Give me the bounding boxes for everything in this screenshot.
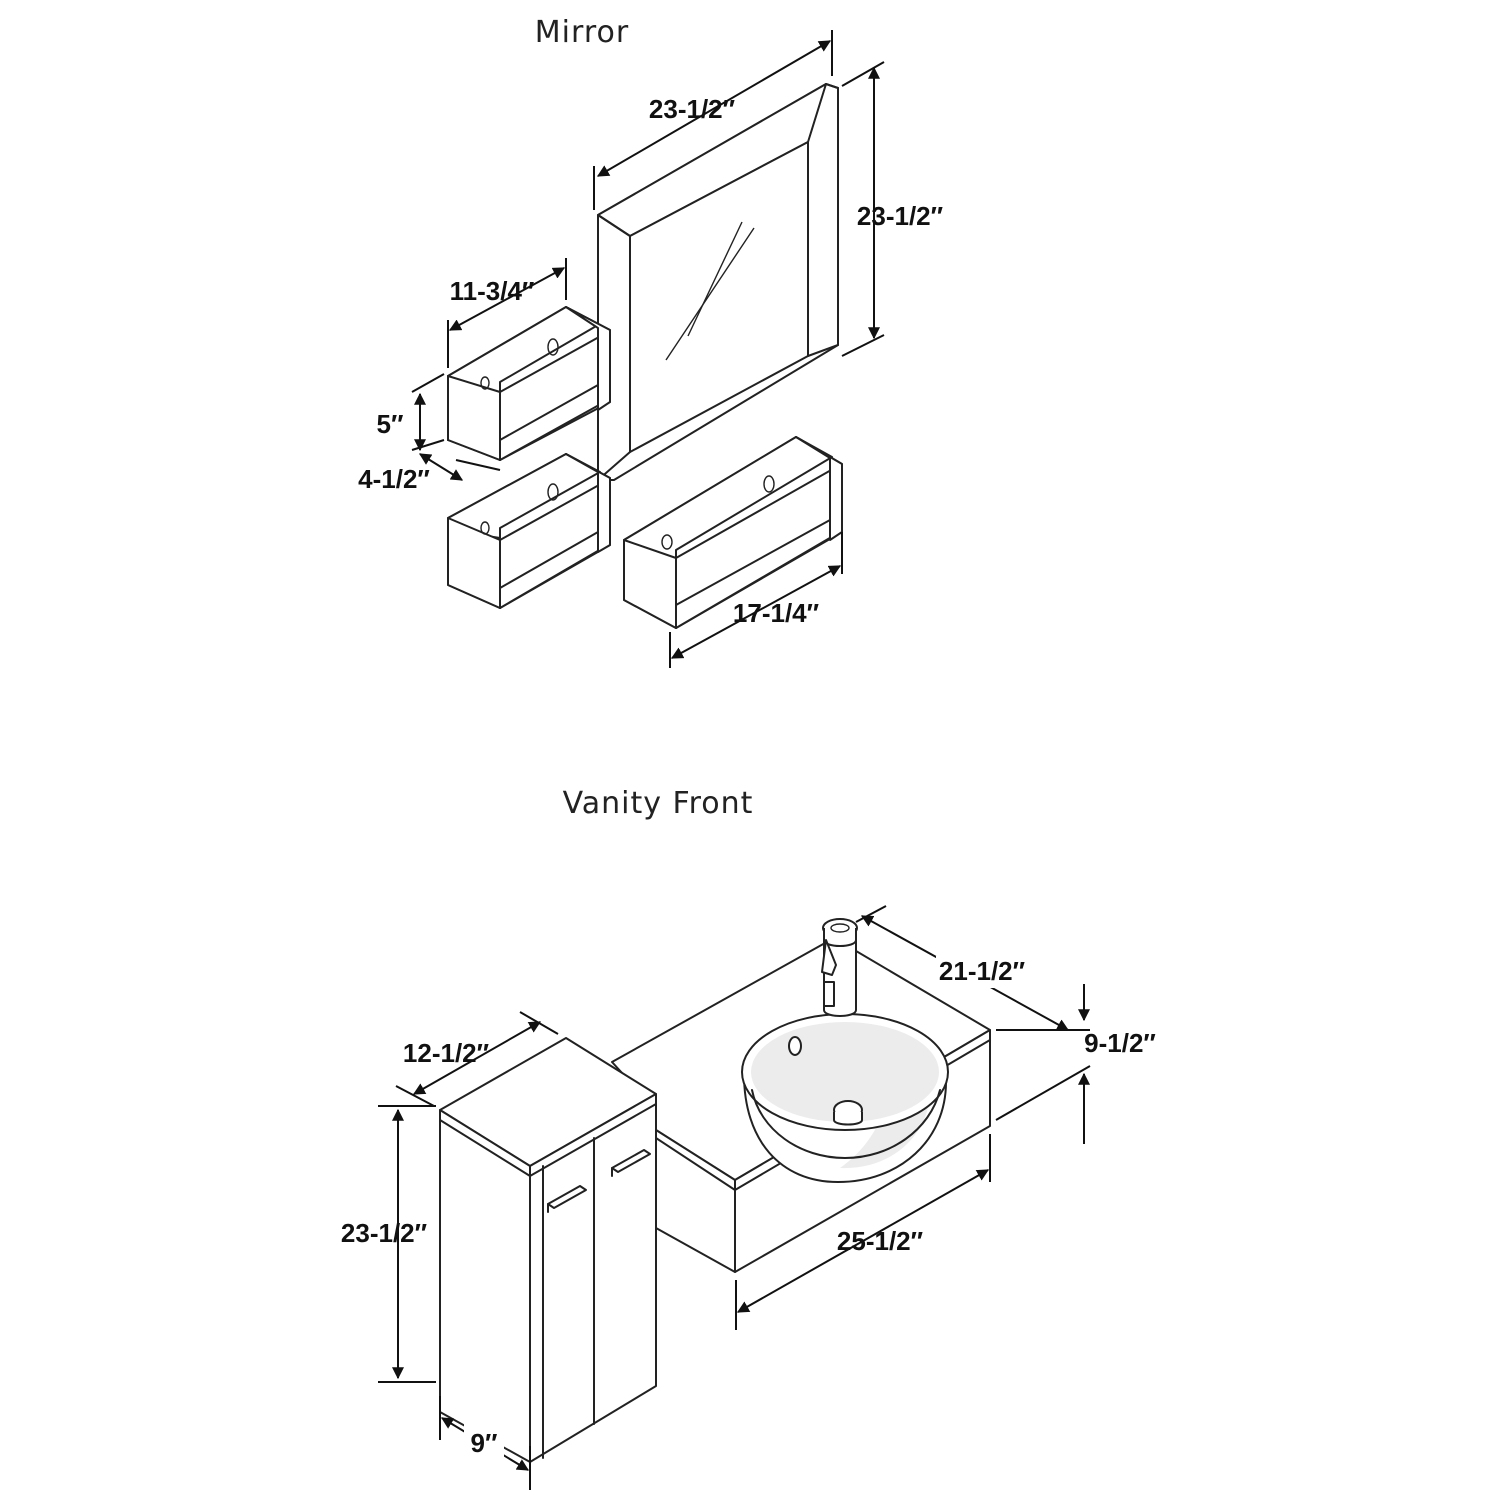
cabinet-depth-label: 9″ <box>471 1428 498 1458</box>
mirror-section-title: Mirror <box>535 15 629 50</box>
shelf-height-label: 5″ <box>377 409 404 439</box>
cabinet-depth-dimension: 9″ <box>439 1396 531 1490</box>
cabinet-height-label: 23-1/2″ <box>341 1218 427 1248</box>
mirror-width-label: 23-1/2″ <box>649 94 735 124</box>
long-shelf-width-dimension: 17-1/4″ <box>669 532 843 668</box>
cabinet-width-dimension: 12-1/2″ <box>395 1011 559 1107</box>
upper-small-shelf <box>447 306 611 461</box>
counter-depth-dimension: 21-1/2″ <box>855 905 1090 1031</box>
mirror-height-dimension: 23-1/2″ <box>841 61 943 357</box>
vessel-sink <box>741 1013 949 1183</box>
vanity-section-title: Vanity Front <box>563 786 754 821</box>
cabinet-width-label: 12-1/2″ <box>403 1038 489 1068</box>
faucet <box>821 918 858 1017</box>
shelf-width-label: 11-3/4″ <box>450 276 535 306</box>
shelf-height-dimension: 5″ <box>377 373 445 452</box>
counter-depth-label: 21-1/2″ <box>939 956 1025 986</box>
counter-height-label: 9-1/2″ <box>1084 1028 1156 1058</box>
side-cabinet <box>439 1037 657 1463</box>
shelf-depth-label: 4-1/2″ <box>358 464 430 494</box>
counter-width-dimension: 25-1/2″ <box>735 1134 991 1330</box>
shelf-width-dimension: 11-3/4″ <box>447 258 567 368</box>
mirror-width-dimension: 23-1/2″ <box>593 30 833 210</box>
mirror-illustration <box>597 83 839 481</box>
long-shelf-width-label: 17-1/4″ <box>733 598 819 628</box>
shelf-depth-dimension: 4-1/2″ <box>358 453 501 494</box>
counter-width-label: 25-1/2″ <box>837 1226 923 1256</box>
counter-height-dimension: 9-1/2″ <box>995 984 1156 1144</box>
mirror-height-label: 23-1/2″ <box>857 201 943 231</box>
cabinet-height-dimension: 23-1/2″ <box>341 1105 436 1383</box>
lower-small-shelf <box>447 453 611 609</box>
